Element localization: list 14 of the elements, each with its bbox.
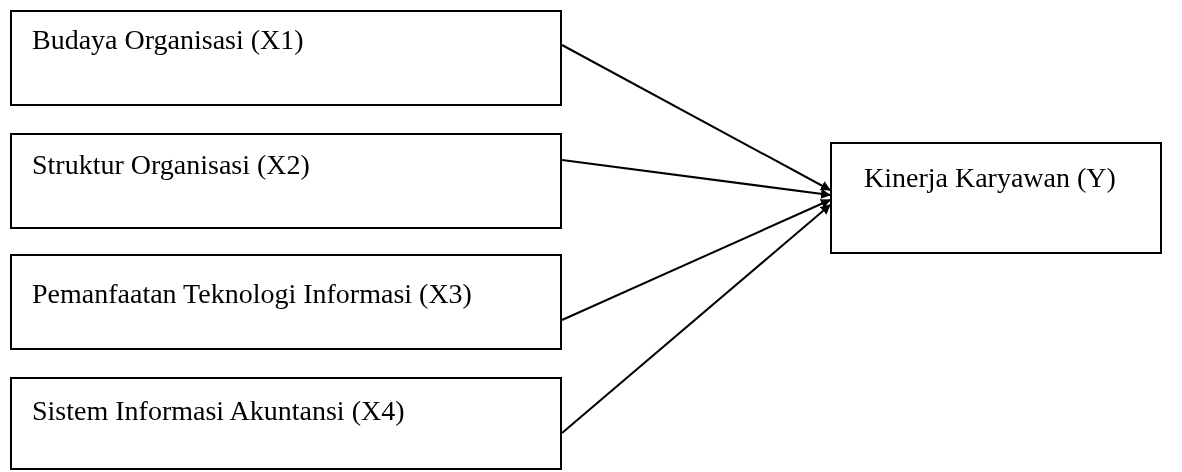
variable-label: Kinerja Karyawan (Y) (864, 162, 1116, 194)
arrow (561, 159, 831, 199)
variable-label: Struktur Organisasi (X2) (32, 149, 310, 181)
variable-box (10, 254, 562, 350)
variable-label: Pemanfaatan Teknologi Informasi (X3) (32, 278, 472, 310)
arrow (561, 44, 831, 191)
arrow (561, 204, 831, 434)
variable-box (10, 10, 562, 106)
variable-box (10, 133, 562, 229)
variable-label: Sistem Informasi Akuntansi (X4) (32, 395, 405, 427)
variable-box (10, 377, 562, 470)
variable-box (830, 142, 1162, 254)
arrow (561, 199, 831, 321)
variable-label: Budaya Organisasi (X1) (32, 24, 304, 56)
